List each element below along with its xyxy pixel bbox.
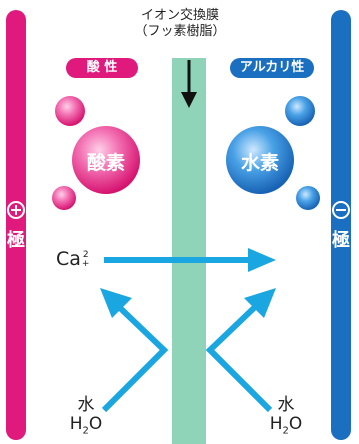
hydrogen-bubble-large xyxy=(226,126,294,194)
right-water-kanji: 水 xyxy=(277,395,295,415)
hydrogen-bubble-small-top xyxy=(285,96,315,126)
calcium-charge-number: 2 xyxy=(82,249,89,260)
left-water-label: 水 H2O xyxy=(66,396,106,440)
hydrogen-label: 水素 xyxy=(240,152,279,174)
oxygen-label: 酸素 xyxy=(86,152,125,174)
ion-exchange-membrane xyxy=(172,58,206,444)
membrane-subtitle: （フッ素樹脂） xyxy=(134,24,226,39)
membrane-title: イオン交換膜 xyxy=(140,8,219,23)
right-water-h: H xyxy=(269,414,283,434)
alkaline-badge: アルカリ性 xyxy=(230,58,314,78)
plus-sign-icon xyxy=(7,201,25,219)
right-water-path xyxy=(205,303,273,413)
cathode-electrode xyxy=(331,10,351,440)
oxygen-bubble-small-top xyxy=(55,96,85,126)
right-water-arrowhead xyxy=(244,288,276,318)
anode-label: 極 xyxy=(7,230,25,251)
calcium-charge-sign: + xyxy=(81,258,90,269)
cathode-label: 極 xyxy=(332,230,350,251)
left-water-h: H xyxy=(69,414,83,434)
left-water-arrowhead xyxy=(100,288,132,318)
left-water-sub: 2 xyxy=(82,425,89,437)
oxygen-bubble-small-bottom xyxy=(52,186,76,210)
minus-sign-icon xyxy=(332,201,350,219)
hydrogen-bubble-small-bottom xyxy=(296,186,320,210)
calcium-ion-arrowhead xyxy=(248,248,276,272)
left-water-formula: H2O xyxy=(66,415,106,440)
calcium-symbol: Ca xyxy=(56,248,81,270)
right-water-sub: 2 xyxy=(282,425,289,437)
right-water-label: 水 H2O xyxy=(266,396,306,440)
anode-electrode xyxy=(6,10,26,440)
acid-badge: 酸 性 xyxy=(66,58,138,78)
membrane-pointer-arrowhead xyxy=(181,92,197,108)
right-water-o: O xyxy=(288,414,303,434)
left-water-o: O xyxy=(88,414,103,434)
left-water-path xyxy=(101,303,169,413)
left-water-kanji: 水 xyxy=(77,395,95,415)
right-water-formula: H2O xyxy=(266,415,306,440)
oxygen-bubble-large xyxy=(72,126,140,194)
